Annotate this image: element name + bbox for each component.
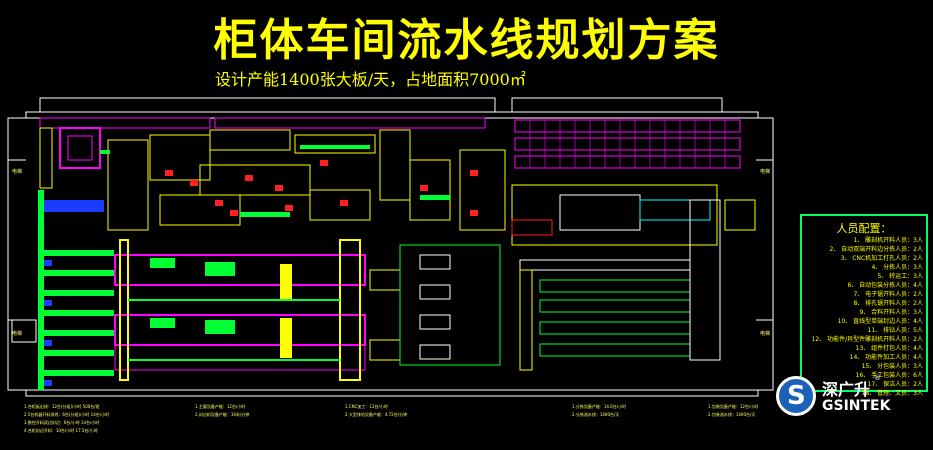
staff-row: 13、 组件打包人员：4人: [855, 345, 923, 352]
capacity-note-4: 4.合柜封边开料：10台/小时 17.5台/小时: [24, 428, 98, 433]
building-walls: [7, 97, 774, 397]
staff-row: 6、 自动包装分拣人员：4人: [847, 282, 923, 289]
logo-registered-mark: ®: [874, 374, 881, 382]
logo-name-cn: 深广升: [822, 380, 871, 399]
left-machine-column: [11, 127, 114, 390]
staff-row: 4、 分拣人员：3人: [871, 264, 923, 271]
staff-row: 7、 电子锯开料人员：2人: [853, 291, 923, 298]
staff-row: 15、 分包装人员：3人: [861, 363, 923, 370]
staff-row: 5、 转运工：3人: [877, 273, 923, 280]
staff-row: 11、 排钻人员：5人: [867, 327, 923, 334]
staff-configuration-panel: 人员配置： 1、 雕刻机开料人员：3人 2、 自动双端开料边分拣人员：2人 3、…: [800, 214, 928, 397]
staff-row: 14、 功能件加工人员：4人: [849, 354, 923, 361]
elevator-label-right-top: 电梯: [760, 169, 771, 175]
staff-panel-title: 人员配置：: [836, 222, 892, 235]
logo-name-en: GSINTEK: [822, 398, 891, 414]
capacity-note-1: 1.合柜板出线：12台(分组)/小时 500台/班: [24, 404, 100, 409]
top-rack-cells: [529, 120, 726, 168]
staff-row: 18、 管理、文员：3人: [861, 390, 923, 397]
elevator-label-left-bottom: 电梯: [12, 331, 23, 337]
capacity-note-12: 2.包装流水线：1400台/天: [708, 412, 756, 417]
staff-row: 12、 功能件/异型件雕刻机开料人员：2人: [811, 336, 923, 343]
staff-row: 3、 CNC机加工打孔人员：2人: [840, 255, 923, 262]
capacity-note-11: 1.包装设备产能：12台/小时: [708, 404, 759, 409]
elevator-label-right-bottom: 电梯: [760, 331, 771, 337]
page-title: 柜体车间流水线规划方案: [213, 15, 720, 66]
capacity-note-6: 2.封边机设备产能：16米/分钟: [195, 412, 250, 417]
top-storage-racks: [39, 117, 741, 169]
red-machine-markers: [165, 160, 478, 216]
capacity-note-7: 1.CNC加工：12台/小时: [345, 404, 388, 409]
staff-row: 16、 手工包装人员：6人: [855, 372, 923, 379]
staff-row: 8、 排孔锯开料人员：2人: [853, 300, 923, 307]
staff-row: 10、 直线型单端封边人员：4人: [837, 318, 923, 325]
staff-row: 1、 雕刻机开料人员：3人: [853, 237, 923, 244]
production-lines: [114, 239, 501, 381]
staff-row: 2、 自动双端开料边分拣人员：2人: [829, 246, 923, 253]
sorting-area: [511, 184, 756, 371]
page-subtitle: 设计产能1400张大板/天，占地面积7000㎡: [215, 70, 526, 89]
capacity-note-9: 1.分拣设备产能：14.6台/小时: [572, 404, 627, 409]
capacity-note-10: 2.分拣流水线：1400台/天: [572, 412, 620, 417]
capacity-note-2: 2.5台机器开料排线：6台(分组)/小时 14台/小时: [24, 412, 110, 417]
elevator-label-left-top: 电梯: [12, 169, 23, 175]
capacity-note-3: 3.数控开料双边封边：6台/小时 14台/小时: [24, 420, 100, 425]
central-machine-area: [107, 129, 506, 231]
green-conveyor-links: [100, 145, 450, 217]
staff-row: 9、 合料开料人员：3人: [859, 309, 923, 316]
capacity-note-5: 1.主要设备产能：12台/小时: [195, 404, 246, 409]
capacity-note-8: 2.大型排钻设备产能：4.72台/分钟: [345, 412, 408, 417]
logo-icon: S: [776, 376, 816, 416]
staff-row: 17、 保洁人员：2人: [867, 381, 923, 388]
company-logo: S 深广升 ® GSINTEK: [776, 374, 890, 418]
